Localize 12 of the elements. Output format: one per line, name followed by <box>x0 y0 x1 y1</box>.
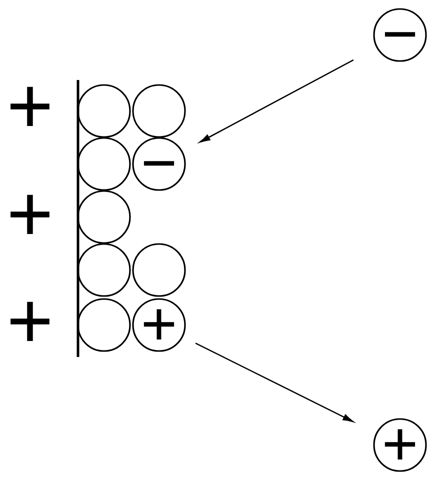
arrow <box>195 342 354 422</box>
molecule-circle <box>77 137 131 191</box>
molecule-circle <box>132 84 186 138</box>
molecule-circle <box>77 84 131 138</box>
molecule-circle <box>77 243 131 297</box>
arrow <box>200 59 354 143</box>
charge-label: + <box>10 86 50 126</box>
molecule-circle <box>77 298 131 352</box>
charge-label: + <box>10 194 50 234</box>
molecule-circle <box>77 190 131 244</box>
molecule-circle <box>132 243 186 297</box>
charge-label: + <box>10 302 50 342</box>
